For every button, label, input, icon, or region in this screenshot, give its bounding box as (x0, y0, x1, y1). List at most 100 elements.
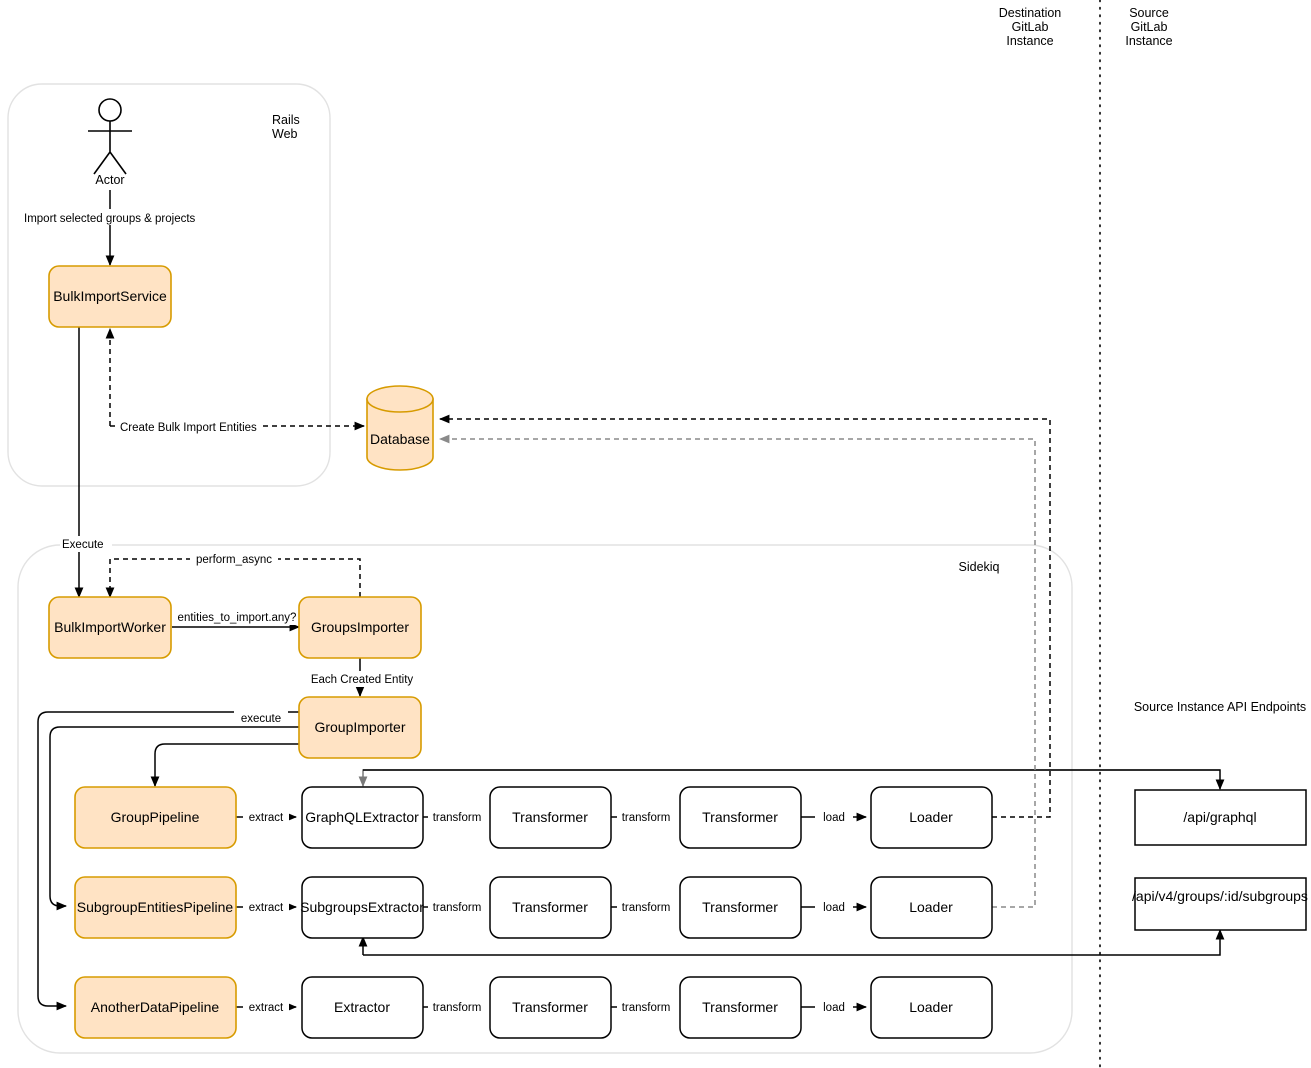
label-group-pipeline: GroupPipeline (111, 809, 200, 825)
edge-label-execute: Execute (60, 536, 112, 552)
edge-label-transform-b-r1-text: transform (622, 812, 671, 824)
edge-label-extract-r1-text: extract (249, 812, 284, 824)
edge-label-load-r1-text: load (823, 812, 845, 824)
database-node[interactable] (366, 385, 434, 471)
label-loader-r3: Loader (909, 999, 953, 1015)
edge-label-entities-to-import-text: entities_to_import.any? (178, 612, 297, 624)
edge-label-create-entities-text: Create Bulk Import Entities (120, 422, 257, 434)
label-graphql-extractor: GraphQLExtractor (305, 809, 419, 825)
source-instance-label-1: Source (1129, 6, 1169, 20)
edge-label-transform-a-r3: transform (428, 999, 486, 1015)
label-transformer-r1-b: Transformer (702, 809, 778, 825)
edge-label-load-r1: load (815, 809, 853, 825)
node-transformer-r2-b[interactable] (679, 876, 802, 939)
edge-graphql-api-response (358, 769, 1220, 788)
edge-label-load-r3: load (815, 999, 853, 1015)
node-transformer-r2-a[interactable] (489, 876, 612, 939)
node-graphql-extractor[interactable] (301, 786, 424, 849)
edge-label-create-entities: Create Bulk Import Entities (118, 418, 260, 434)
label-bulk-import-worker: BulkImportWorker (54, 619, 166, 635)
node-bulk-import-worker[interactable] (48, 596, 172, 659)
label-groups-importer: GroupsImporter (311, 619, 409, 635)
edge-label-import-selected-text: Import selected groups & projects (24, 213, 196, 225)
edge-label-execute-pipeline: execute (234, 710, 288, 726)
edge-execute-subgroup-pipeline (49, 726, 299, 911)
label-endpoint-graphql: /api/graphql (1183, 809, 1256, 825)
edge-label-transform-a-r2: transform (428, 899, 486, 915)
destination-instance-label-2: GitLab (1012, 20, 1049, 34)
edge-label-import-selected: Import selected groups & projects (22, 209, 202, 225)
node-loader-r3[interactable] (870, 976, 993, 1039)
edge-label-transform-b-r1: transform (617, 809, 675, 825)
edge-label-load-r2: load (815, 899, 853, 915)
edge-label-transform-b-r3: transform (617, 999, 675, 1015)
edge-label-transform-a-r3-text: transform (433, 1002, 482, 1014)
label-group-importer: GroupImporter (314, 719, 405, 735)
edge-label-transform-a-r1: transform (428, 809, 486, 825)
label-subgroups-extractor: SubgroupsExtractor (300, 899, 424, 915)
destination-instance-label-3: Instance (1006, 34, 1053, 48)
label-transformer-r3-b: Transformer (702, 999, 778, 1015)
zone-label-web: Web (272, 127, 298, 141)
edge-label-load-r2-text: load (823, 902, 845, 914)
label-another-data-pipeline: AnotherDataPipeline (91, 999, 220, 1015)
node-bulk-import-service[interactable] (48, 265, 172, 328)
edge-subgroups-api-path (363, 928, 1225, 956)
edge-label-transform-b-r2-text: transform (622, 902, 671, 914)
label-loader-r2: Loader (909, 899, 953, 915)
zone-rails-web (7, 83, 331, 487)
edge-execute-group-pipeline (150, 743, 299, 788)
label-extractor-r3: Extractor (334, 999, 390, 1015)
label-database: Database (370, 431, 430, 447)
node-another-data-pipeline[interactable] (74, 976, 237, 1039)
label-loader-r1: Loader (909, 809, 953, 825)
edge-label-perform-async: perform_async (190, 551, 278, 567)
actor-body-icon (88, 121, 132, 175)
node-endpoint-graphql[interactable] (1134, 789, 1307, 846)
node-extractor-r3[interactable] (301, 976, 424, 1039)
node-group-importer[interactable] (298, 696, 422, 759)
edge-label-transform-a-r1-text: transform (433, 812, 482, 824)
zone-label-sidekiq: Sidekiq (959, 560, 1000, 574)
actor-label: Actor (95, 173, 124, 187)
node-loader-r1[interactable] (870, 786, 993, 849)
node-subgroup-entities-pipeline[interactable] (74, 876, 237, 939)
edge-label-transform-b-r3-text: transform (622, 1002, 671, 1014)
edge-label-each-created-entity-text: Each Created Entity (311, 674, 414, 686)
zone-label-rails: Rails (272, 113, 300, 127)
node-loader-r2[interactable] (870, 876, 993, 939)
node-subgroups-extractor[interactable] (301, 876, 424, 939)
node-group-pipeline[interactable] (74, 786, 237, 849)
node-transformer-r1-a[interactable] (489, 786, 612, 849)
node-transformer-r3-b[interactable] (679, 976, 802, 1039)
edge-execute-another-pipeline (37, 711, 299, 1011)
database-body-icon (366, 398, 434, 471)
source-instance-label-2: GitLab (1131, 20, 1168, 34)
edge-label-entities-to-import: entities_to_import.any? (176, 609, 298, 625)
edge-label-transform-b-r2: transform (617, 899, 675, 915)
source-instance-label-3: Instance (1125, 34, 1172, 48)
node-transformer-r3-a[interactable] (489, 976, 612, 1039)
label-transformer-r3-a: Transformer (512, 999, 588, 1015)
edge-label-extract-r3: extract (243, 999, 289, 1015)
database-top-icon (366, 385, 434, 413)
node-groups-importer[interactable] (298, 596, 422, 659)
label-transformer-r2-b: Transformer (702, 899, 778, 915)
actor (88, 98, 132, 175)
edge-loader2-to-database (438, 434, 1036, 908)
label-transformer-r2-a: Transformer (512, 899, 588, 915)
edge-label-extract-r1: extract (243, 809, 289, 825)
label-transformer-r1-a: Transformer (512, 809, 588, 825)
destination-instance-label-1: Destination (999, 6, 1062, 20)
zone-label-source-api: Source Instance API Endpoints (1134, 700, 1306, 714)
label-endpoint-subgroups: /api/v4/groups/:id/subgroups (1132, 888, 1308, 904)
edge-label-execute-text: Execute (62, 539, 104, 551)
label-subgroup-entities-pipeline: SubgroupEntitiesPipeline (77, 899, 234, 915)
edge-label-extract-r3-text: extract (249, 1002, 284, 1014)
node-endpoint-subgroups[interactable] (1134, 877, 1307, 931)
actor-head-icon (98, 98, 122, 122)
edge-label-transform-a-r2-text: transform (433, 902, 482, 914)
node-transformer-r1-b[interactable] (679, 786, 802, 849)
